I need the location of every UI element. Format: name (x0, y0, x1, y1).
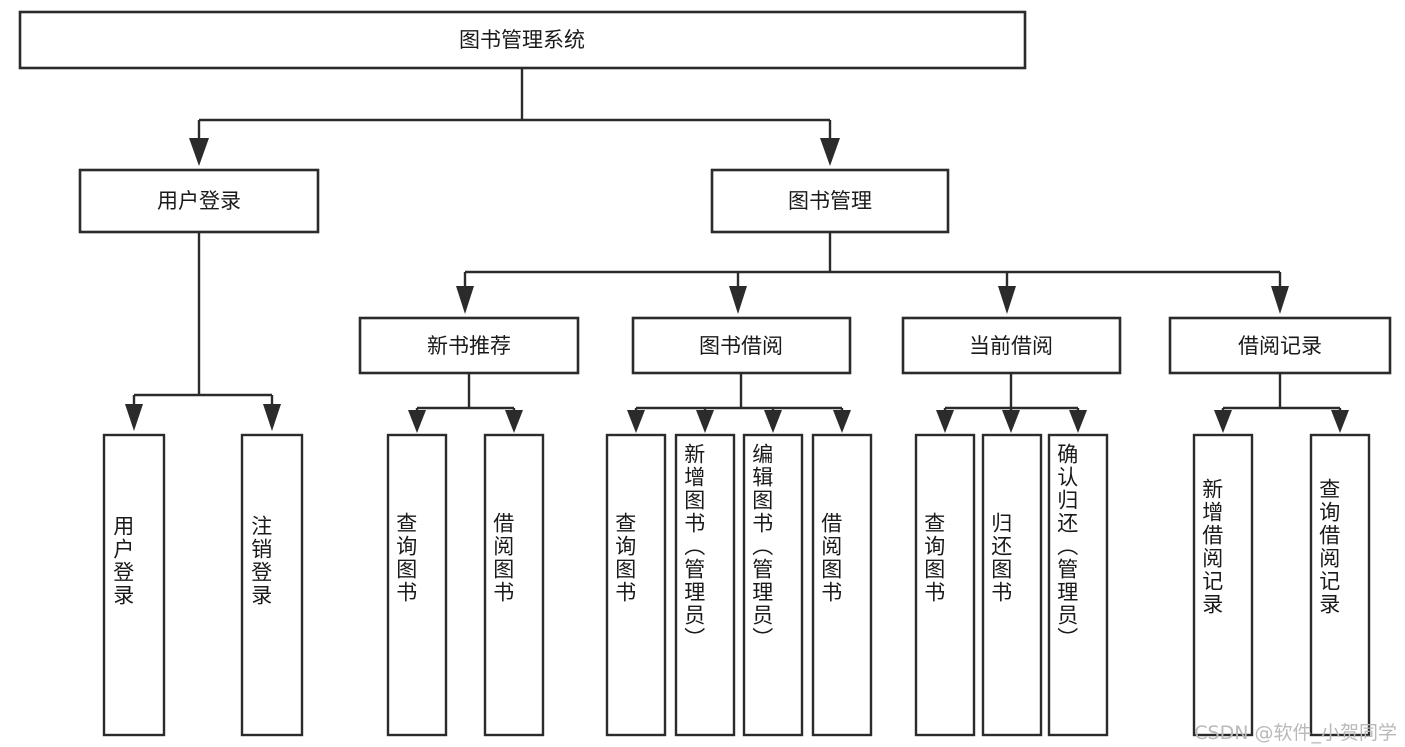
arrowhead-current-borrow (998, 286, 1016, 314)
arrowhead-leaf-query-book-1 (408, 410, 426, 433)
arrowhead-leaf-add-book (696, 410, 714, 433)
arrowhead-leaf-logout (263, 404, 281, 431)
node-book-borrow[interactable]: 图书借阅 (631, 316, 852, 375)
connector-layer (125, 68, 1349, 433)
arrowhead-leaf-add-record (1214, 410, 1232, 433)
book-borrow-box[interactable] (631, 316, 852, 375)
leaf-box-layer (102, 433, 1371, 737)
leaf-query-book-2-box[interactable] (605, 433, 667, 737)
leaf-query-book-3-box[interactable] (914, 433, 976, 737)
leaf-query-book-1-box[interactable] (386, 433, 448, 737)
arrowhead-leaf-borrow-book-2 (833, 410, 851, 433)
new-book-rec-label: 新书推荐 (427, 334, 511, 358)
node-root[interactable]: 图书管理系统 (18, 10, 1027, 70)
leaf-add-record-box[interactable] (1192, 433, 1254, 737)
leaf-return-book-box[interactable] (981, 433, 1043, 737)
leaf-borrow-book-2-box[interactable] (811, 433, 873, 737)
leaf-confirm-return-box[interactable] (1047, 433, 1109, 737)
book-borrow-label: 图书借阅 (699, 334, 783, 358)
borrow-record-label: 借阅记录 (1238, 334, 1322, 358)
book-manage-box[interactable] (710, 168, 950, 234)
new-book-rec-box[interactable] (358, 316, 580, 375)
arrowhead-leaf-user-login (125, 404, 143, 431)
arrowhead-leaf-query-record (1331, 410, 1349, 433)
arrowhead-user-login (189, 138, 209, 166)
arrowhead-new-book-rec (456, 286, 474, 314)
arrowhead-book-manage (820, 138, 840, 166)
borrow-record-box[interactable] (1168, 316, 1392, 375)
book-manage-label: 图书管理 (788, 189, 872, 213)
arrowhead-leaf-query-book-2 (627, 410, 645, 433)
current-borrow-label: 当前借阅 (969, 334, 1053, 358)
node-current-borrow[interactable]: 当前借阅 (901, 316, 1122, 375)
arrowhead-leaf-borrow-book-1 (505, 410, 523, 433)
node-new-book-rec[interactable]: 新书推荐 (358, 316, 580, 375)
user-login-box[interactable] (78, 168, 320, 234)
arrowhead-leaf-confirm-return (1069, 410, 1087, 433)
arrowhead-leaf-edit-book (764, 410, 782, 433)
arrowhead-leaf-query-book-3 (936, 410, 954, 433)
arrowhead-borrow-record (1271, 286, 1289, 314)
csdn-watermark: CSDN @软件_小贺同学 (1194, 722, 1397, 744)
user-login-label: 用户登录 (157, 189, 241, 213)
root-label: 图书管理系统 (459, 28, 585, 52)
current-borrow-box[interactable] (901, 316, 1122, 375)
leaf-borrow-book-1-box[interactable] (483, 433, 545, 737)
node-user-login[interactable]: 用户登录 (78, 168, 320, 234)
node-borrow-record[interactable]: 借阅记录 (1168, 316, 1392, 375)
node-book-manage[interactable]: 图书管理 (710, 168, 950, 234)
leaf-edit-book-box[interactable] (742, 433, 804, 737)
leaf-logout-box[interactable] (240, 433, 304, 737)
leaf-query-record-box[interactable] (1309, 433, 1371, 737)
arrowhead-book-borrow (729, 286, 747, 314)
leaf-user-login-box[interactable] (102, 433, 166, 737)
root-box[interactable] (18, 10, 1027, 70)
arrowhead-leaf-return-book (1002, 410, 1020, 433)
leaf-add-book-box[interactable] (674, 433, 736, 737)
